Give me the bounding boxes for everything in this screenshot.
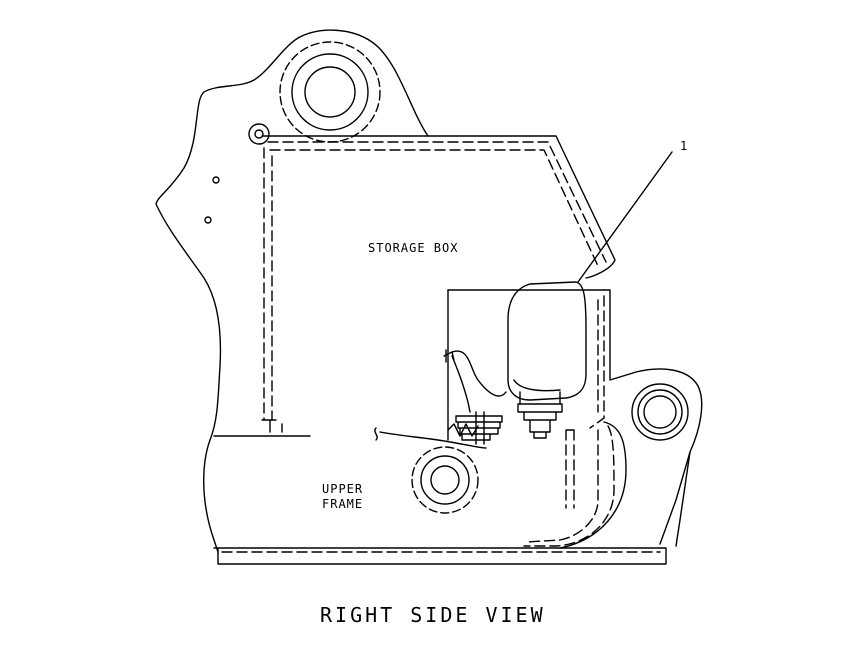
right-pivot-inner — [643, 395, 677, 429]
frame-left-outline — [155, 29, 429, 553]
top-pivot-mid — [291, 53, 369, 131]
storage-box-bottom-edge — [261, 419, 283, 433]
channel-right — [523, 425, 615, 547]
hose-clip — [443, 349, 455, 363]
upper-frame-label-line1: UPPER — [322, 482, 363, 496]
lower-pivot-outer — [411, 446, 479, 514]
top-pivot-inner — [304, 66, 356, 118]
hinge-pivot-inner — [254, 129, 264, 139]
storage-box-lid-inner — [267, 141, 607, 263]
base-plate — [213, 547, 667, 565]
left-fitting-stack — [455, 411, 503, 445]
frame-hole-1 — [212, 176, 220, 184]
component-1-body-inner — [513, 379, 561, 392]
frame-right-lower — [675, 451, 691, 547]
channel-left — [565, 429, 575, 509]
top-pivot-outer — [279, 41, 381, 143]
lower-pivot-inner — [430, 465, 460, 495]
hose-to-fitting — [379, 431, 487, 449]
lower-pivot-mid — [420, 455, 470, 505]
upper-frame-label-line2: FRAME — [322, 497, 363, 511]
callout-1-label: 1 — [680, 139, 688, 153]
hose-break-mark — [374, 427, 378, 441]
fitting-zigzag — [447, 423, 479, 437]
right-pivot-mid — [637, 389, 683, 435]
view-title: RIGHT SIDE VIEW — [320, 603, 546, 627]
compartment-box — [447, 289, 703, 545]
right-pivot-outer — [631, 383, 689, 441]
hinge-pivot-outer — [248, 123, 270, 145]
hose-line — [451, 350, 507, 397]
frame-hole-2 — [204, 216, 212, 224]
storage-box-lid-outer — [261, 135, 616, 279]
storage-box-lid-inner-2 — [269, 149, 599, 267]
hose-line-2 — [451, 355, 471, 413]
channel-outer — [559, 421, 627, 549]
component-1-body — [507, 281, 587, 401]
callout-1-leader — [577, 151, 673, 283]
compartment-box-right-inner — [589, 295, 605, 429]
component-mount — [517, 391, 563, 439]
storage-box-label: STORAGE BOX — [368, 241, 458, 255]
